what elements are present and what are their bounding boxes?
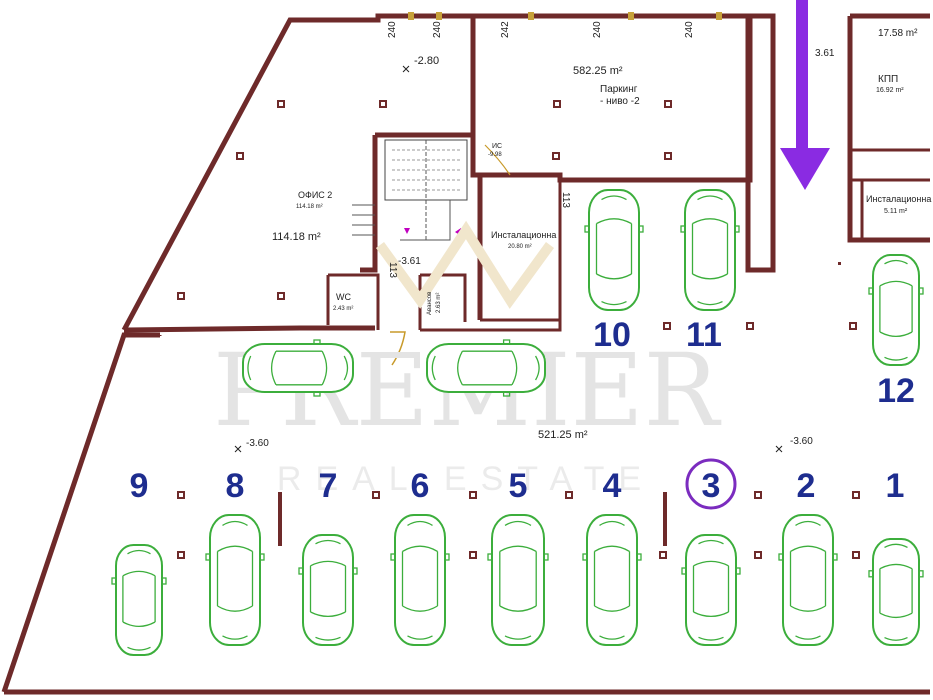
car-outline [681, 534, 741, 646]
car-outline [242, 339, 354, 397]
office-area: 114.18 m² [272, 231, 321, 243]
ic-level: -9.98 [488, 152, 502, 158]
parking-title: Паркинг [600, 84, 638, 95]
level-left: -3.60 [246, 438, 269, 449]
svg-text:113: 113 [560, 192, 571, 208]
cars [111, 189, 924, 656]
store-area: 2.63 m² [436, 293, 442, 313]
spot-9: 9 [130, 467, 149, 505]
wc-title: WC [336, 292, 351, 302]
spot-4: 4 [603, 467, 622, 505]
watermark-sub: REAL ESTATE [277, 460, 655, 498]
spot-6: 6 [411, 467, 430, 505]
spot-numbers: 1 2 3 4 5 6 7 8 9 10 11 12 [130, 316, 915, 510]
svg-text:240: 240 [684, 21, 695, 38]
car-outline [584, 189, 644, 311]
dimension-marks: 240 240 242 240 240 113 113 [387, 12, 722, 278]
inst-right-title: Инсталационна [866, 194, 931, 204]
spot-7: 7 [319, 467, 338, 505]
stair-level: -3.61 [398, 256, 421, 267]
spot-2: 2 [797, 467, 816, 505]
svg-text:113: 113 [387, 262, 398, 278]
ic-title: ИС [492, 143, 502, 150]
garage-area: 521.25 m² [538, 429, 588, 441]
level-markers [234, 65, 783, 453]
car-outline [111, 544, 167, 656]
spot-8: 8 [226, 467, 245, 505]
svg-text:240: 240 [432, 21, 443, 38]
spot-11: 11 [686, 316, 722, 354]
wc-area: 2.43 m² [333, 306, 353, 312]
svg-text:242: 242 [500, 21, 511, 38]
inst-mid-title: Инсталационна [491, 230, 556, 240]
car-outline [487, 514, 549, 646]
car-outline [778, 514, 838, 646]
car-outline [582, 514, 642, 646]
car-outline [426, 339, 546, 397]
office-sub-area: 114.18 m² [296, 204, 323, 210]
car-outline [390, 514, 450, 646]
parking-level: - ниво -2 [600, 96, 640, 107]
inst-mid-area: 20.80 m² [508, 244, 532, 250]
spot-3: 3 [702, 467, 721, 505]
level-top: -2.80 [414, 55, 439, 67]
spot-3-highlight [685, 458, 737, 510]
car-outline [868, 254, 924, 366]
room-labels: -2.80 582.25 m² Паркинг - ниво -2 3.61 1… [246, 28, 931, 449]
kpp-area: 17.58 m² [878, 28, 918, 39]
kpp-sub-area: 16.92 m² [876, 87, 904, 94]
car-outline [205, 514, 265, 646]
columns [177, 100, 860, 559]
car-outline [680, 189, 740, 311]
watermark-logo-icon [375, 220, 555, 309]
car-outline [298, 534, 358, 646]
ramp-level: 3.61 [815, 48, 835, 59]
kpp-title: КПП [878, 74, 898, 85]
spot-12: 12 [877, 372, 915, 410]
spot-5: 5 [509, 467, 528, 505]
store-title: Авансов [427, 292, 433, 315]
spot-1: 1 [886, 467, 905, 505]
car-outline [868, 538, 924, 646]
svg-text:240: 240 [387, 21, 398, 38]
parking-area: 582.25 m² [573, 65, 623, 77]
ramp-arrow-icon [780, 0, 830, 190]
inst-right-area: 5.11 m² [884, 208, 908, 215]
svg-text:240: 240 [592, 21, 603, 38]
walls [1, 13, 930, 695]
office-title: ОФИС 2 [298, 190, 332, 200]
spot-10: 10 [593, 316, 631, 354]
level-right: -3.60 [790, 436, 813, 447]
